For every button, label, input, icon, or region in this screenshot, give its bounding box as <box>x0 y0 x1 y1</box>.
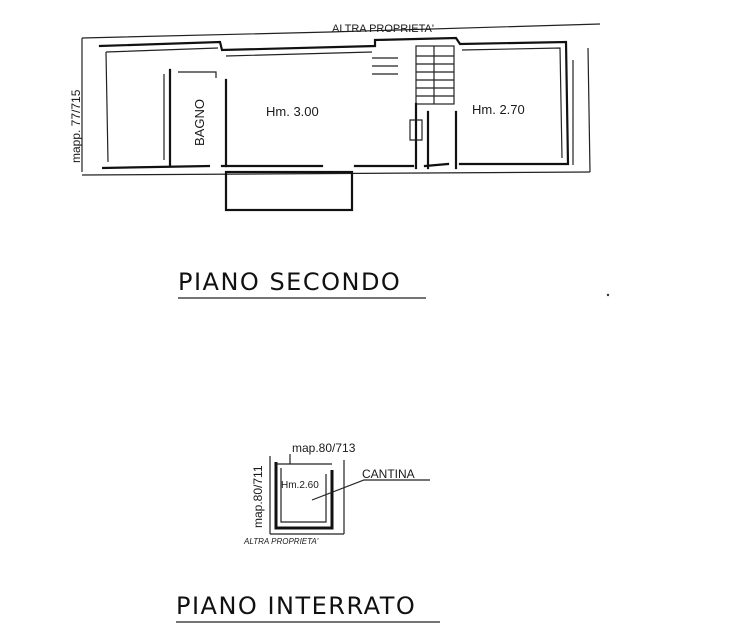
staircase <box>372 45 455 105</box>
neighbor-property-label: ALTRA PROPRIETA' <box>332 23 434 35</box>
cellar-label-pointer <box>311 479 430 501</box>
cellar-inner-wall <box>280 468 327 523</box>
balcony <box>224 170 354 212</box>
bathroom-door-swing <box>178 71 217 78</box>
room-left-height-label: Hm. 3.00 <box>266 104 319 119</box>
map-reference-label: mapp. 77/715 <box>69 89 83 163</box>
bottom-boundary-line <box>81 171 591 176</box>
cellar-label: CANTINA <box>362 467 415 481</box>
basement-plan: map.80/713 map.80/711 Hm.2.60 CANTINA AL… <box>176 441 440 623</box>
right-boundary-line <box>587 47 591 173</box>
stray-dot <box>606 293 610 297</box>
exterior-wall-inner-line <box>105 47 563 163</box>
bathroom-label: BAGNO <box>192 99 207 146</box>
exterior-wall <box>98 36 570 170</box>
middle-partition-detail <box>409 119 423 141</box>
cellar-top-wall <box>276 454 332 465</box>
top-boundary-line <box>81 23 601 39</box>
basement-neighbor-label: ALTRA PROPRIETA' <box>243 537 319 546</box>
basement-map-ref-top: map.80/713 <box>292 441 356 455</box>
basement-map-ref-side: map.80/711 <box>251 465 265 528</box>
right-room-partition <box>426 110 458 170</box>
second-floor-title: PIANO SECONDO <box>178 268 401 296</box>
room-right-height-label: Hm. 2.70 <box>472 102 525 117</box>
basement-title: PIANO INTERRATO <box>176 592 416 620</box>
basement-room-height-label: Hm.2.60 <box>281 480 319 491</box>
second-floor-plan: ALTRA PROPRIETA' mapp. 77/715 BAGNO Hm. … <box>69 23 601 299</box>
cellar-walls <box>274 462 334 530</box>
